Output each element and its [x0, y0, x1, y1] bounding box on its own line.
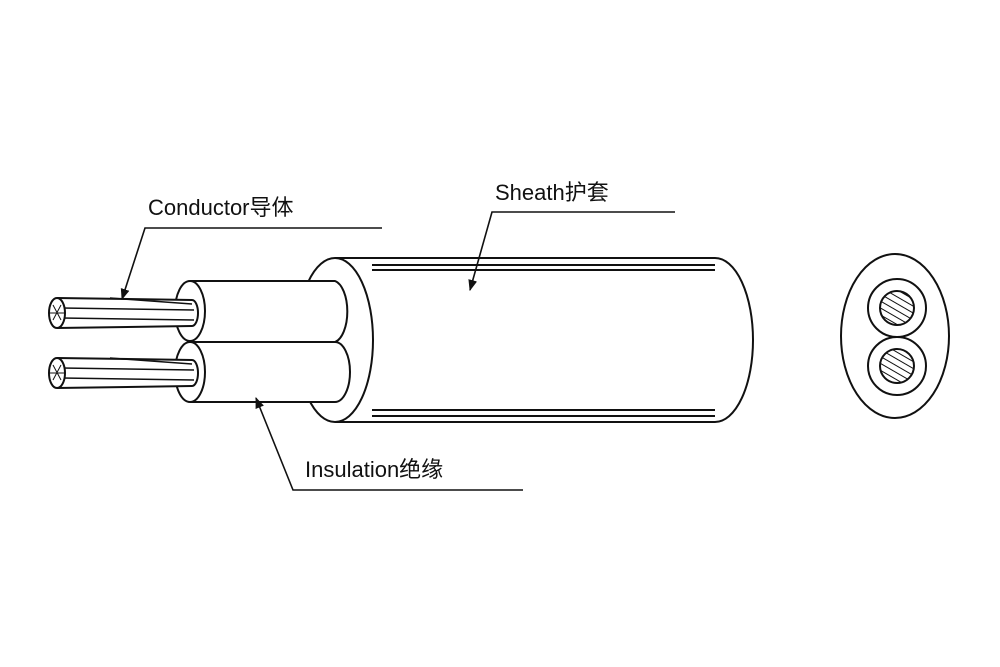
conductor-label: Conductor导体: [148, 195, 294, 220]
sheath: [296, 257, 754, 423]
insulation-label: Insulation绝缘: [305, 457, 444, 482]
cross-section: [840, 253, 950, 419]
sheath-label: Sheath护套: [495, 180, 609, 205]
insulation-core-lower: [174, 341, 351, 403]
insulation-core-upper: [174, 280, 349, 343]
leader-lines: [120, 211, 675, 491]
conductor-lower: [48, 357, 199, 389]
conductor-upper: [48, 297, 199, 329]
